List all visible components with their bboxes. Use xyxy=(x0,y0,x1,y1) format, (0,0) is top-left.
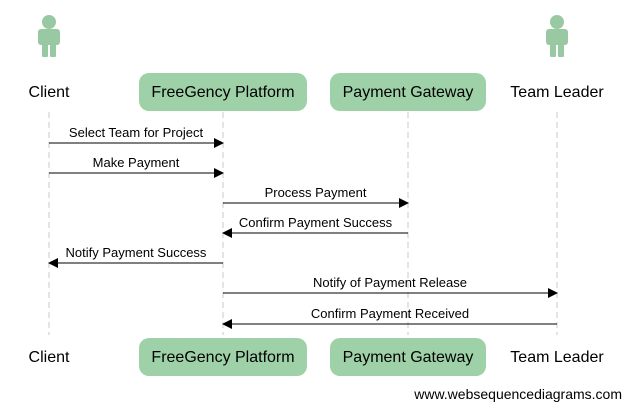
participant-label: Payment Gateway xyxy=(343,84,474,101)
message-label: Notify Payment Success xyxy=(66,245,207,260)
participant-team-leader-top: Team Leader xyxy=(510,15,604,101)
participant-freegency-platform-top: FreeGency Platform xyxy=(139,73,307,111)
participant-payment-gateway-bottom: Payment Gateway xyxy=(330,338,486,376)
participant-team-leader-bottom: Team Leader xyxy=(510,349,604,366)
person-icon xyxy=(38,15,60,57)
watermark: www.websequencediagrams.com xyxy=(414,386,622,402)
participant-label: Payment Gateway xyxy=(343,349,474,366)
participant-label: Client xyxy=(29,84,70,101)
message-1: Select Team for Project xyxy=(49,125,224,148)
participant-box xyxy=(139,338,307,376)
participant-label: Client xyxy=(29,349,70,366)
message-label: Make Payment xyxy=(93,155,180,170)
participant-box xyxy=(139,73,307,111)
message-2: Make Payment xyxy=(49,155,224,178)
participant-client-top: Client xyxy=(29,15,70,101)
participant-label: FreeGency Platform xyxy=(151,349,294,366)
participant-label: FreeGency Platform xyxy=(151,84,294,101)
message-label: Confirm Payment Received xyxy=(311,306,469,321)
participant-client-bottom: Client xyxy=(29,349,70,366)
message-7: Confirm Payment Received xyxy=(222,306,557,329)
message-4: Confirm Payment Success xyxy=(222,215,408,238)
participants-top: Client FreeGency Platform Payment Gateway T… xyxy=(29,15,604,111)
message-label: Confirm Payment Success xyxy=(239,215,393,230)
person-icon xyxy=(546,15,568,57)
message-label: Notify of Payment Release xyxy=(313,275,467,290)
message-5: Notify Payment Success xyxy=(48,245,223,268)
participant-label: Team Leader xyxy=(510,349,604,366)
message-6: Notify of Payment Release xyxy=(223,275,558,298)
message-label: Process Payment xyxy=(265,185,367,200)
message-label: Select Team for Project xyxy=(69,125,204,140)
participant-label: Team Leader xyxy=(510,84,604,101)
participant-freegency-platform-bottom: FreeGency Platform xyxy=(139,338,307,376)
participant-box xyxy=(330,73,486,111)
participant-payment-gateway-top: Payment Gateway xyxy=(330,73,486,111)
message-3: Process Payment xyxy=(223,185,409,208)
participants-bottom: Client FreeGency Platform Payment Gateway T… xyxy=(29,338,604,376)
participant-box xyxy=(330,338,486,376)
